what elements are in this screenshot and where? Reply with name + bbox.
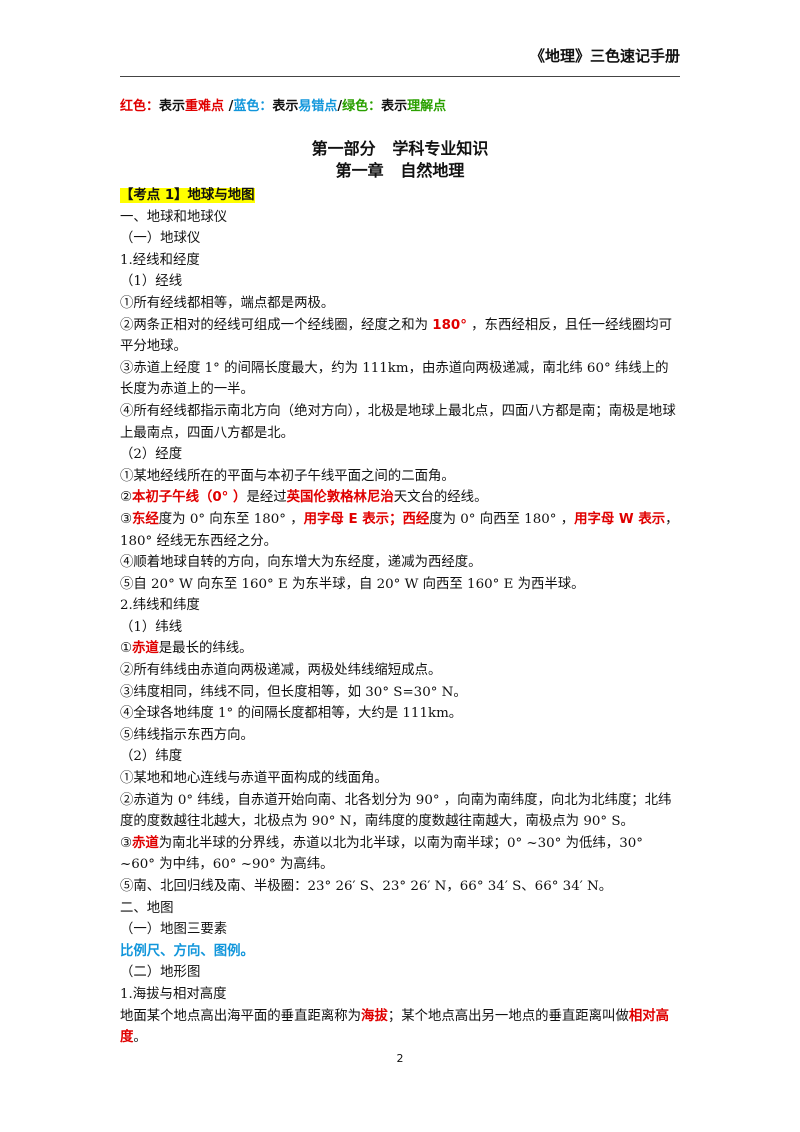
key-term: 东经 bbox=[132, 511, 159, 527]
text-line: 比例尺、方向、图例。 bbox=[120, 941, 680, 963]
legend-blue-text: 表示 bbox=[272, 99, 299, 114]
legend-blue-term: 易错点 bbox=[298, 99, 338, 114]
legend-red-term: 重难点 bbox=[185, 99, 225, 114]
blue-term: 比例尺、方向、图例。 bbox=[120, 943, 254, 959]
legend-green-term: 理解点 bbox=[407, 99, 447, 114]
legend-green-text: 表示 bbox=[381, 99, 408, 114]
running-header: 《地理》三色速记手册 bbox=[529, 47, 680, 65]
legend-green-label: 绿色： bbox=[342, 99, 382, 114]
page-body: 第一部分 学科专业知识 第一章 自然地理 【考点 1】地球与地图 一、地球和地球… bbox=[120, 138, 680, 1049]
text-line: ②本初子午线（0° ）是经过英国伦敦格林尼治天文台的经线。 bbox=[120, 490, 488, 506]
key-term: 赤道 bbox=[132, 641, 159, 657]
subtopic-heading: （1）纬线 bbox=[120, 619, 183, 635]
key-term: 赤道 bbox=[132, 835, 159, 851]
text-line: ③纬度相同，纬线不同，但长度相等，如 30° S=30° N。 bbox=[120, 684, 467, 700]
text-line: ③赤道为南北半球的分界线，赤道以北为北半球，以南为南半球；0° ~30° 为低纬… bbox=[120, 835, 643, 873]
key-term: 西经 bbox=[402, 511, 430, 527]
header-rule bbox=[120, 76, 680, 77]
topic-heading: 2.纬线和纬度 bbox=[120, 598, 200, 614]
section-heading: 一、地球和地球仪 bbox=[120, 209, 228, 225]
key-term: 本初子午线（0° ） bbox=[132, 490, 247, 506]
text-line: ①某地经线所在的平面与本初子午线平面之间的二面角。 bbox=[120, 468, 455, 484]
text-line: ④顺着地球自转的方向，向东增大为东经度，递减为西经度。 bbox=[120, 555, 482, 571]
legend-separator: / bbox=[337, 99, 343, 114]
key-term: 英国伦敦格林尼治 bbox=[286, 490, 394, 506]
color-legend: 红色：表示重难点 /蓝色：表示易错点/绿色：表示理解点 bbox=[120, 97, 446, 117]
text-line: ①所有经线都相等，端点都是两极。 bbox=[120, 295, 335, 311]
text-line: 地面某个地点高出海平面的垂直距离称为海拔；某个地点高出另一地点的垂直距离叫做相对… bbox=[120, 1008, 670, 1046]
key-term: 海拔 bbox=[361, 1008, 388, 1024]
topic-heading: 1.经线和经度 bbox=[120, 252, 200, 268]
part-title: 第一部分 学科专业知识 bbox=[311, 139, 489, 158]
topic-heading: 1.海拔与相对高度 bbox=[120, 986, 227, 1002]
legend-red-label: 红色： bbox=[120, 99, 160, 114]
subtopic-heading: （2）经度 bbox=[120, 447, 183, 463]
legend-separator: / bbox=[224, 99, 234, 114]
text-line: ⑤纬线指示东西方向。 bbox=[120, 727, 254, 743]
text-line: ③赤道上经度 1° 的间隔长度最大，约为 111km，由赤道向两极递减，南北纬 … bbox=[120, 360, 669, 398]
kaodian-heading: 【考点 1】地球与地图 bbox=[120, 185, 680, 207]
text-line: ⑤南、北回归线及南、半极圈：23° 26′ S、23° 26′ N，66° 34… bbox=[120, 879, 613, 894]
kaodian-highlight: 【考点 1】地球与地图 bbox=[120, 188, 255, 203]
key-term: 用字母 W 表示 bbox=[574, 511, 666, 527]
subsection-heading: （一）地图三要素 bbox=[120, 922, 228, 938]
text-line: ①赤道是最长的纬线。 bbox=[120, 641, 253, 657]
text-line: ②所有纬线由赤道向两极递减，两极处纬线缩短成点。 bbox=[120, 663, 442, 679]
text-line: ②赤道为 0° 纬线，自赤道开始向南、北各划分为 90° ，向南为南纬度，向北为… bbox=[120, 792, 672, 830]
legend-red-text: 表示 bbox=[159, 99, 186, 114]
subtopic-heading: （2）纬度 bbox=[120, 749, 183, 765]
subtopic-heading: （1）经线 bbox=[120, 274, 183, 290]
text-line: ⑤自 20° W 向东至 160° E 为东半球，自 20° W 向西至 160… bbox=[120, 576, 585, 592]
subsection-heading: （一）地球仪 bbox=[120, 231, 201, 247]
text-line: ④全球各地纬度 1° 的间隔长度都相等，大约是 111km。 bbox=[120, 706, 463, 722]
page-number: 2 bbox=[396, 1052, 404, 1065]
key-term: 用字母 E 表示 bbox=[303, 511, 390, 527]
section-heading: 二、地图 bbox=[120, 900, 174, 916]
chapter-title: 第一章 自然地理 bbox=[335, 161, 465, 180]
text-line: ①某地和地心连线与赤道平面构成的线面角。 bbox=[120, 771, 388, 787]
subsection-heading: （二）地形图 bbox=[120, 965, 201, 981]
text-line: ④所有经线都指示南北方向（绝对方向），北极是地球上最北点，四面八方都是南；南极是… bbox=[120, 403, 676, 441]
key-term: 相对高度 bbox=[120, 1008, 670, 1046]
legend-blue-label: 蓝色： bbox=[233, 99, 273, 114]
key-term: 180° bbox=[432, 317, 467, 333]
text-line: ②两条正相对的经线可组成一个经线圈，经度之和为 180° ，东西经相反，且任一经… bbox=[120, 317, 673, 355]
text-line: ③东经度为 0° 向东至 180° ，用字母 E 表示；西经度为 0° 向西至 … bbox=[120, 511, 679, 549]
